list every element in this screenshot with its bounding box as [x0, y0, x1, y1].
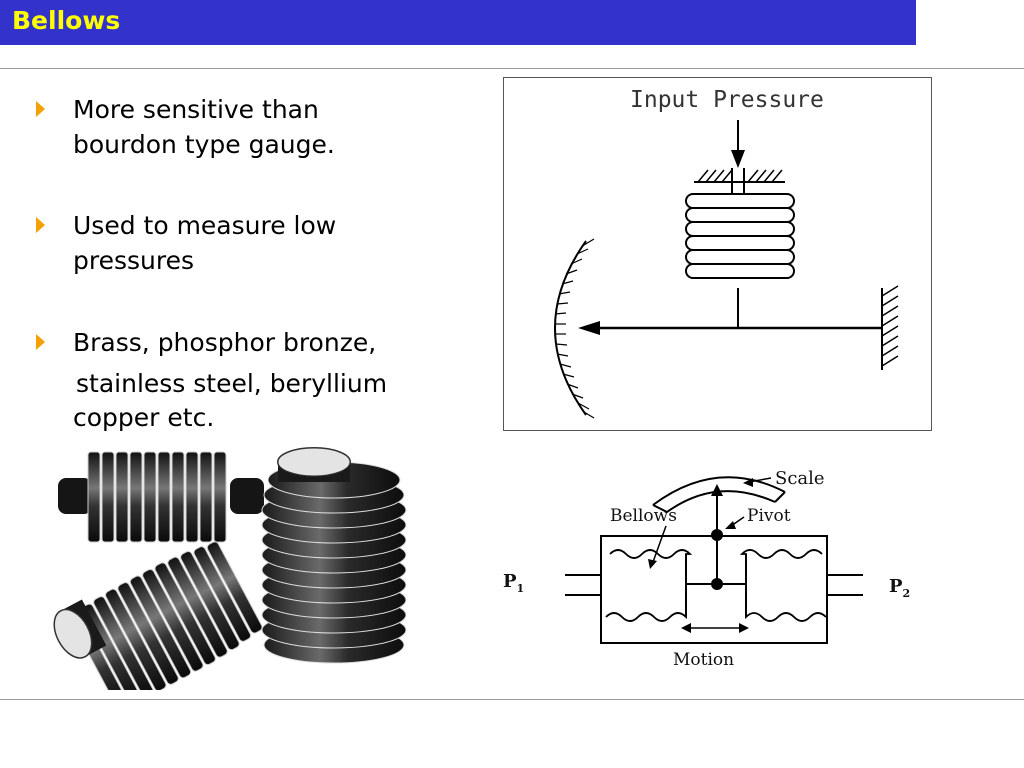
- bullet-2-line-2: pressures: [73, 246, 195, 275]
- bullet-1-line-2: bourdon type gauge.: [73, 130, 335, 159]
- input-pressure-label: Input Pressure: [630, 87, 824, 113]
- motion-label: Motion: [673, 650, 734, 670]
- bullet-3-line-1: Brass, phosphor bronze,: [73, 328, 377, 357]
- pivot-wall-hatching: [881, 285, 899, 367]
- input-arrowhead-icon: [731, 150, 745, 168]
- bellows-label: Bellows: [610, 506, 677, 526]
- bottom-divider: [0, 699, 1024, 700]
- bellows-gauge-diagram: Input Pressure: [503, 77, 932, 431]
- scale-arc-outer: [652, 476, 786, 506]
- bellows-gauge-svg: Input Pressure: [554, 87, 899, 419]
- p2-label: P2: [889, 576, 910, 600]
- pointer-arrowhead-icon: [578, 321, 600, 335]
- bellows-photo-icon: [53, 447, 407, 708]
- metal-bellows-photo: [44, 440, 414, 708]
- bullet-3-line-3: copper etc.: [73, 403, 215, 432]
- bullet-arrow-icon: [36, 334, 45, 350]
- bullet-1-line-1: More sensitive than: [73, 95, 319, 124]
- p1-label: P1: [503, 571, 524, 595]
- bullet-3-line-2: stainless steel, beryllium: [76, 369, 388, 398]
- bullet-arrow-icon: [36, 217, 45, 233]
- bullet-2-line-1: Used to measure low: [73, 211, 337, 240]
- slide-title: Bellows: [12, 6, 121, 35]
- title-bar: Bellows: [0, 0, 916, 45]
- differential-bellows-diagram: Scale Bellows Pivot Motion: [495, 462, 945, 672]
- bellows-element: [685, 193, 795, 279]
- left-bellows: [605, 549, 693, 622]
- differential-bellows-svg: Scale Bellows Pivot Motion: [503, 468, 910, 670]
- bullet-arrow-icon: [36, 101, 45, 117]
- top-divider: [0, 68, 1024, 69]
- right-bellows: [739, 549, 827, 622]
- fixed-support-hatching: [697, 169, 783, 183]
- scale-ticks: [554, 238, 595, 419]
- pivot-label: Pivot: [747, 506, 791, 526]
- gauge-housing: [600, 535, 828, 644]
- scale-label: Scale: [775, 468, 825, 489]
